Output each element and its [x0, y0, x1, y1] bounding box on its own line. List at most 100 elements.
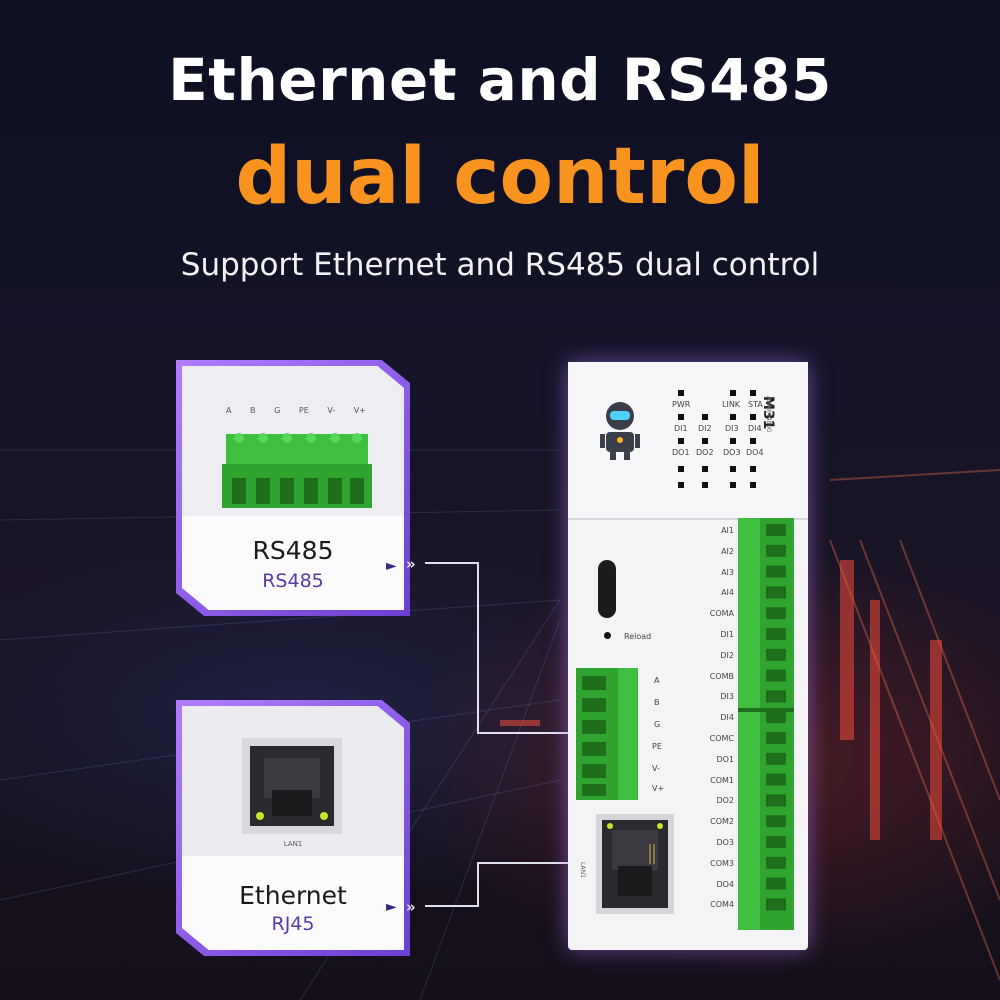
- sta-label: STA: [748, 400, 763, 409]
- terminal-label: DO2: [716, 796, 734, 806]
- led-row5-4: [750, 466, 756, 472]
- m31-controller-device: PWR LINK STA DI1 DI2 DI3 DI4 DO1 DO2 DO3…: [568, 362, 808, 950]
- di1-led: [678, 414, 684, 420]
- do2-label: DO2: [696, 448, 714, 457]
- usb-c-port[interactable]: [598, 560, 616, 618]
- led-row6-4: [750, 482, 756, 488]
- sta-led: [750, 390, 756, 396]
- do3-label: DO3: [723, 448, 741, 457]
- led-row6-3: [730, 482, 736, 488]
- reload-button[interactable]: [604, 632, 611, 639]
- terminal-label: DO3: [716, 838, 734, 847]
- terminal-screw-slot: [766, 877, 786, 890]
- terminal-label: COM1: [710, 775, 734, 785]
- headline-subtitle: Support Ethernet and RS485 dual control: [180, 247, 820, 283]
- do4-label: DO4: [746, 448, 764, 457]
- rj45-port-icon: [242, 738, 342, 834]
- terminal-screw-slot: [766, 794, 786, 807]
- device-pin-vplus: V+: [652, 784, 665, 793]
- rs485-arrow-icon: ►: [386, 558, 397, 574]
- terminal-label: COMB: [709, 671, 734, 681]
- terminal-label: DI3: [720, 692, 734, 702]
- di1-label: DI1: [674, 424, 688, 433]
- rs485-card: A B G PE V- V+ RS485 RS485 ►: [182, 366, 404, 610]
- device-rj45-port-icon[interactable]: [596, 814, 674, 914]
- di3-led: [730, 414, 736, 420]
- led-row5-1: [678, 466, 684, 472]
- link-label: LINK: [722, 400, 741, 409]
- device-status-panel: PWR LINK STA DI1 DI2 DI3 DI4 DO1 DO2 DO3…: [568, 362, 808, 520]
- terminal-screw-slot: [766, 711, 786, 724]
- terminal-label: COM4: [710, 900, 734, 910]
- terminal-screw-slot: [766, 898, 786, 911]
- do4-led: [750, 438, 756, 444]
- led-row6-1: [678, 482, 684, 488]
- rs485-card-subtitle: RS485: [262, 570, 324, 592]
- di2-label: DI2: [698, 424, 712, 433]
- terminal-label: COM2: [710, 817, 734, 827]
- ethernet-chevron-icon: »: [406, 898, 416, 916]
- terminal-label: COMC: [709, 734, 734, 743]
- terminal-screw-slot: [766, 815, 786, 828]
- terminal-screw-slot: [766, 856, 786, 869]
- terminal-label: DO4: [716, 879, 734, 889]
- terminal-screw-slot: [766, 628, 786, 640]
- terminal-screw-slot: [766, 544, 786, 557]
- terminal-screw-slot: [766, 524, 786, 536]
- terminal-screw-slot: [766, 586, 786, 599]
- headline-line1: Ethernet and RS485: [168, 46, 832, 114]
- terminal-screw-slot: [766, 565, 786, 578]
- terminal-label: AI2: [721, 546, 734, 556]
- pwr-led: [678, 390, 684, 396]
- headline-line2: dual control: [235, 132, 765, 222]
- device-pin-b: B: [654, 698, 660, 707]
- terminal-label: DI4: [720, 713, 734, 723]
- terminal-label: COM3: [710, 858, 734, 868]
- rs485-card-title: RS485: [252, 536, 334, 565]
- do3-led: [730, 438, 736, 444]
- terminal-label: DI1: [720, 630, 734, 639]
- di3-label: DI3: [725, 424, 739, 433]
- link-led: [730, 390, 736, 396]
- terminal-label: AI1: [721, 526, 734, 535]
- led-row5-2: [702, 466, 708, 472]
- rs485-chevron-icon: »: [406, 555, 416, 573]
- pwr-label: PWR: [672, 400, 691, 409]
- di4-led: [750, 414, 756, 420]
- device-pin-a: A: [654, 676, 660, 685]
- di2-led: [702, 414, 708, 420]
- ethernet-card-subtitle: RJ45: [271, 913, 315, 935]
- robot-logo-icon: [600, 402, 640, 460]
- do1-label: DO1: [672, 448, 690, 457]
- device-pin-pe: PE: [652, 742, 662, 751]
- terminal-label: AI4: [721, 588, 734, 598]
- reload-label: Reload: [624, 632, 652, 641]
- green-terminal-block-icon: [222, 433, 372, 508]
- terminal-screw-slot: [766, 690, 786, 703]
- led-row6-2: [702, 482, 708, 488]
- device-pin-vminus: V-: [652, 764, 660, 773]
- do2-led: [702, 438, 708, 444]
- terminal-label: COMA: [709, 609, 734, 619]
- ethernet-card: LAN1 Ethernet RJ45 ►: [182, 706, 404, 950]
- terminal-screw-slot: [766, 669, 786, 682]
- terminal-screw-slot: [766, 607, 786, 620]
- terminal-screw-slot: [766, 773, 786, 786]
- terminal-screw-slot: [766, 648, 786, 661]
- ethernet-arrow-icon: ►: [386, 899, 397, 915]
- terminal-screw-slot: [766, 732, 786, 744]
- terminal-label: AI3: [721, 567, 734, 577]
- terminal-screw-slot: [766, 836, 786, 848]
- io-terminal-strip[interactable]: [738, 518, 794, 930]
- device-lan-label: LAN1: [579, 862, 586, 878]
- di4-label: DI4: [748, 424, 762, 433]
- device-pin-g: G: [654, 720, 661, 729]
- ethernet-card-title: Ethernet: [239, 881, 347, 910]
- do1-led: [678, 438, 684, 444]
- terminal-label: DO1: [716, 754, 734, 764]
- ethernet-port-label: LAN1: [283, 840, 303, 848]
- terminal-screw-slot: [766, 752, 786, 765]
- device-rs485-terminal[interactable]: [576, 668, 638, 800]
- rs485-pin-labels: A B G PE V- V+: [226, 406, 366, 415]
